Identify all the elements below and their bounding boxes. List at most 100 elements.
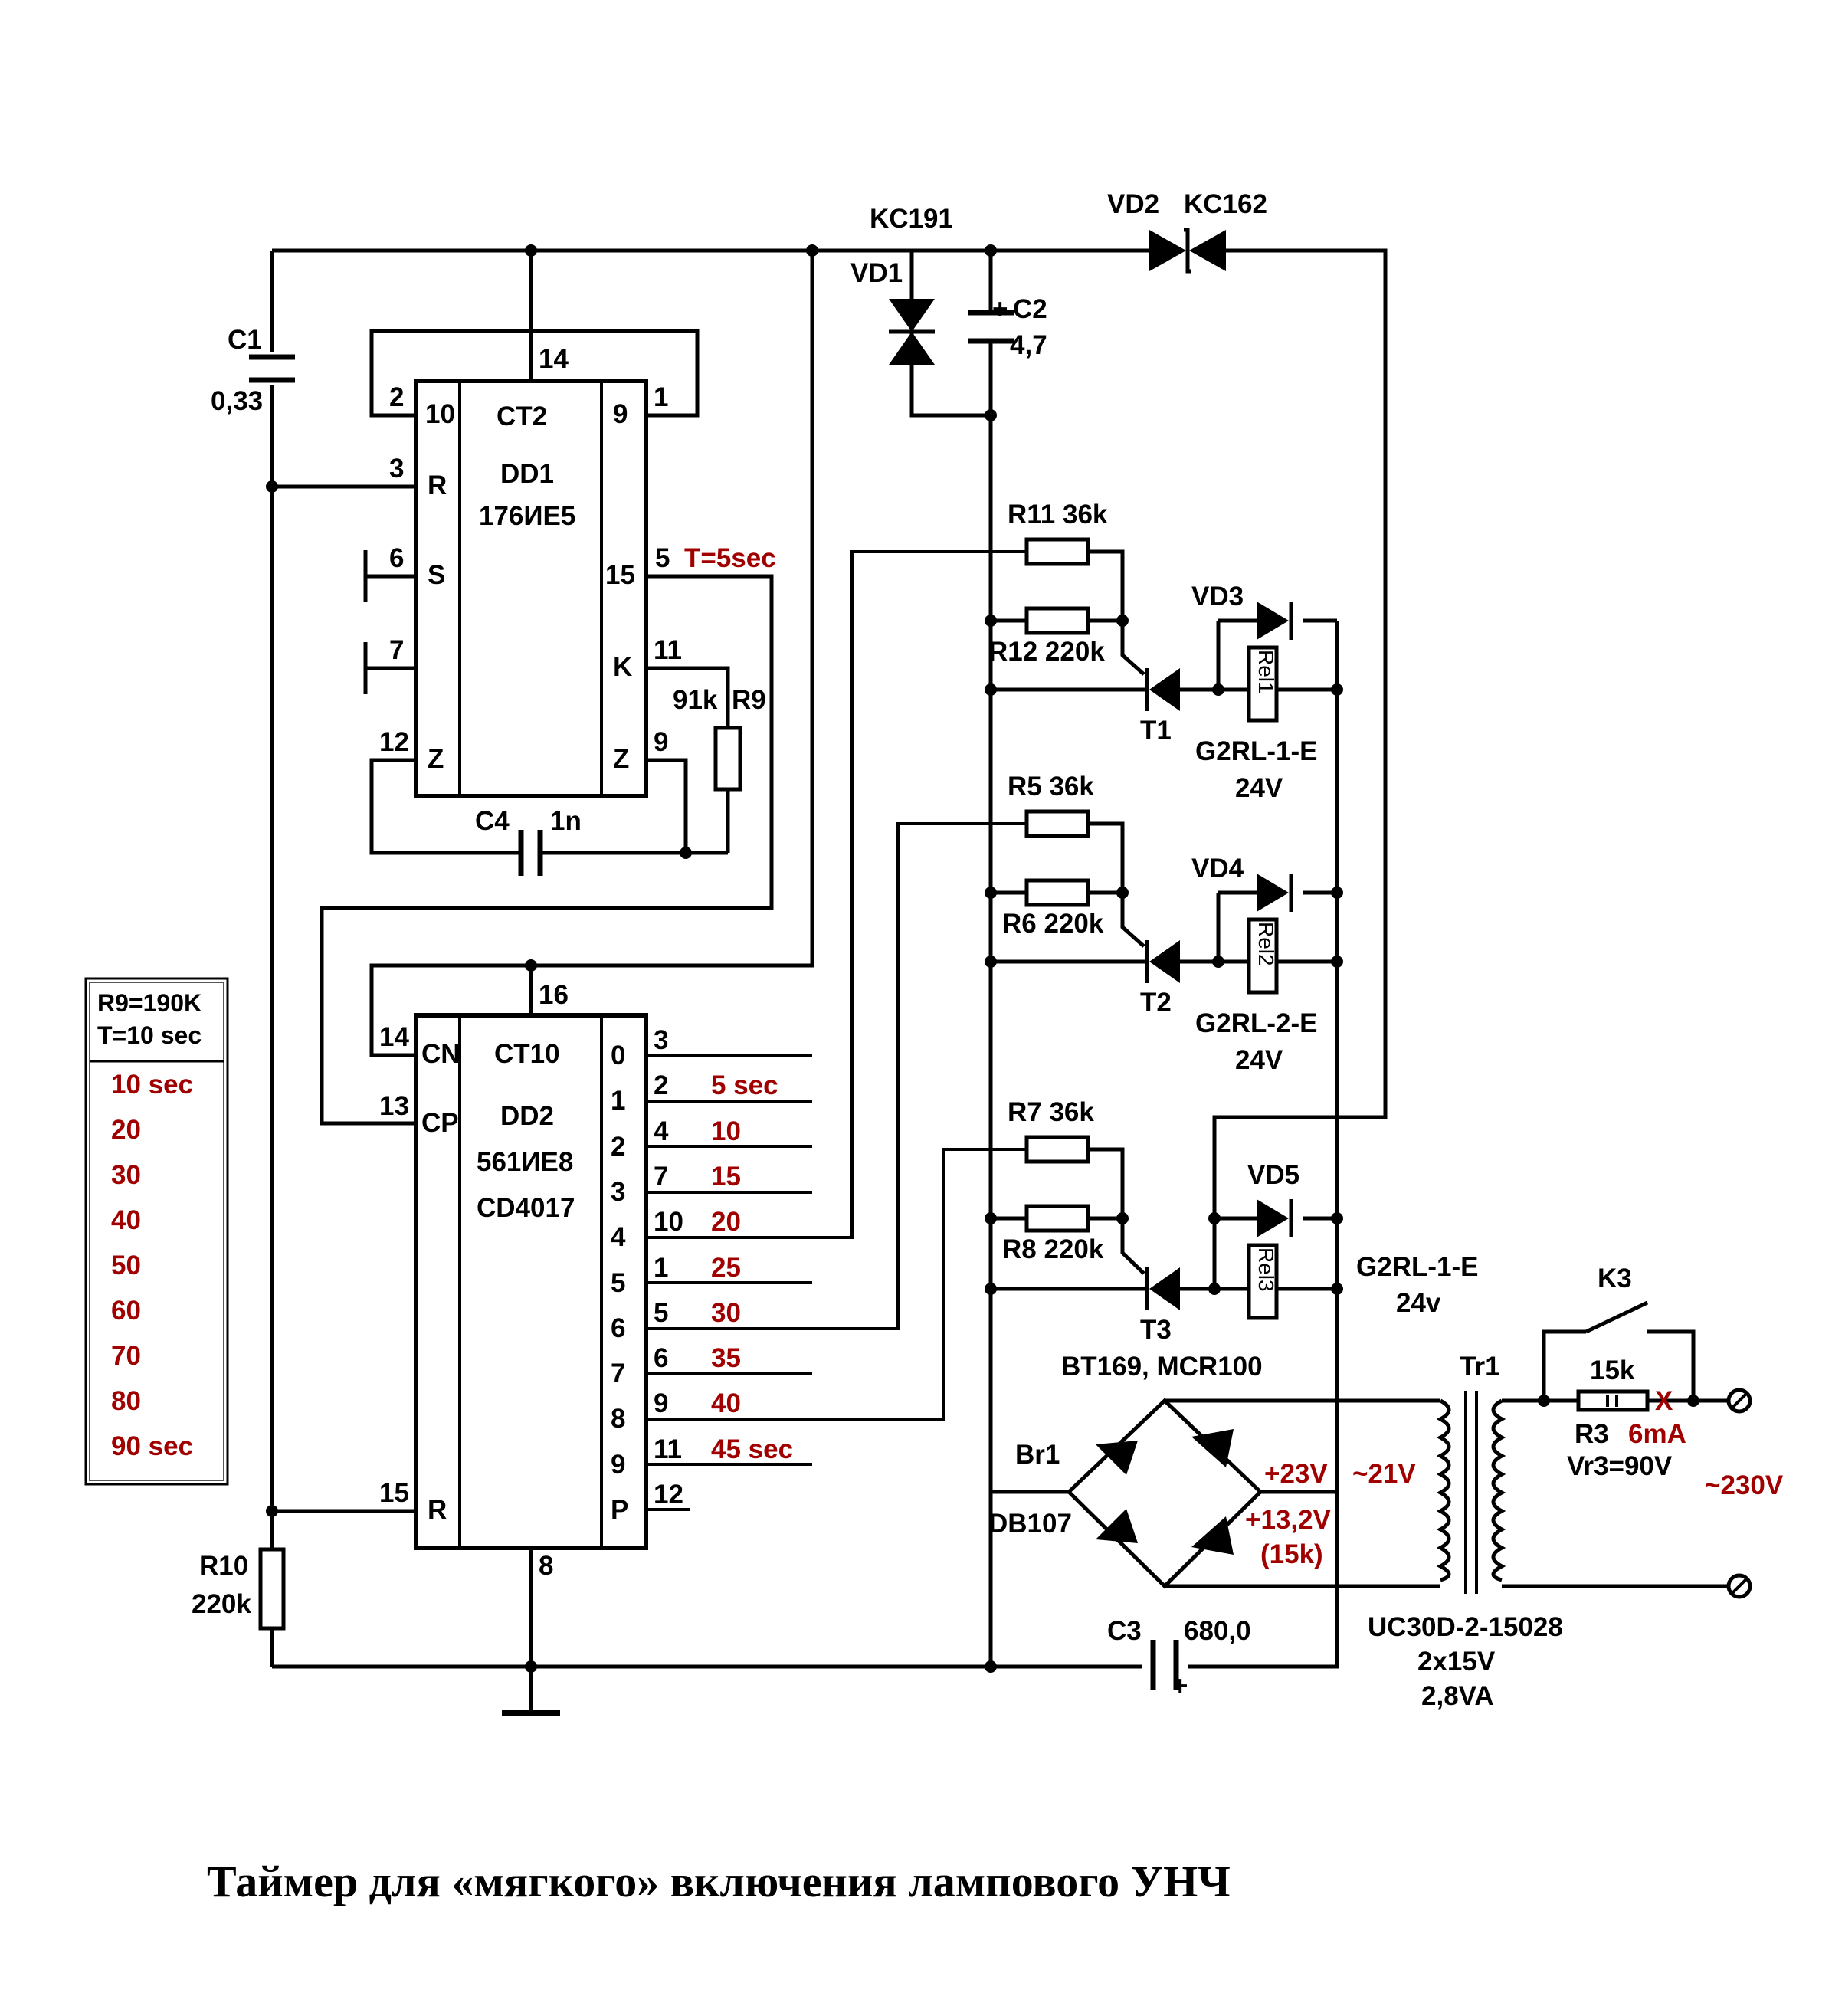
resistor-r6 bbox=[1024, 878, 1090, 907]
capacitor-c3: C3 680,0 + bbox=[1107, 1616, 1251, 1701]
dd1-part: 176ИЕ5 bbox=[479, 501, 575, 531]
c2-value: 4,7 bbox=[1010, 330, 1047, 360]
dd1-label-r: R bbox=[428, 470, 447, 500]
dd1-pin-9b: 9 bbox=[654, 727, 668, 757]
dd2-time-5: 25 bbox=[711, 1253, 741, 1283]
r3-voltage: Vr3=90V bbox=[1567, 1451, 1673, 1481]
table-row: 40 bbox=[111, 1205, 141, 1235]
c1-name: C1 bbox=[228, 325, 262, 355]
thyristor-part: BT169, MCR100 bbox=[1061, 1352, 1263, 1382]
r10-name: R10 bbox=[199, 1551, 248, 1581]
capacitor-c2: + C2 4,7 bbox=[968, 294, 1047, 360]
tr1-part: UC30D-2-15028 bbox=[1368, 1612, 1563, 1642]
t1-label: T1 bbox=[1140, 716, 1172, 746]
junctions bbox=[266, 244, 1699, 1673]
rel1-part: G2RL-1-E bbox=[1195, 736, 1317, 766]
dd2-time-1: 5 sec bbox=[711, 1070, 778, 1100]
dd2-output-5: 5 bbox=[611, 1268, 625, 1298]
table-row: 50 bbox=[111, 1251, 141, 1280]
dd1-pin-11: 11 bbox=[654, 635, 682, 665]
thyristor-t2 bbox=[1149, 940, 1180, 983]
table-row: 70 bbox=[111, 1341, 141, 1371]
dd2-pin-2: 2 bbox=[654, 1070, 668, 1100]
r8-label: R8 220k bbox=[1002, 1234, 1104, 1264]
c1-value: 0,33 bbox=[211, 386, 263, 416]
table-row: 10 sec bbox=[111, 1070, 193, 1100]
dd2-pin-7: 7 bbox=[654, 1162, 668, 1192]
r12-label: R12 220k bbox=[988, 637, 1105, 667]
table-row: 80 bbox=[111, 1386, 141, 1416]
capacitor-c1: C1 0,33 bbox=[211, 325, 295, 416]
r3-break-mark: X bbox=[1655, 1386, 1673, 1416]
diode-vd4 bbox=[1257, 874, 1289, 912]
table-row: 20 bbox=[111, 1115, 141, 1145]
vd2-part: KC162 bbox=[1184, 189, 1267, 219]
dd1-pin-5: 5 bbox=[655, 543, 670, 573]
br1-part: DB107 bbox=[988, 1509, 1072, 1539]
stage-3: R7 36k R8 220k T3 BT169, MCR100 VD5 Rel3… bbox=[1002, 1097, 1478, 1382]
dd2-time-3: 15 bbox=[711, 1162, 741, 1192]
zener-vd1: KC191 VD1 bbox=[850, 204, 953, 365]
dd1-label-z-right: Z bbox=[613, 744, 629, 774]
dd1-pin-2: 2 bbox=[389, 382, 404, 412]
dd2-pin-4: 4 bbox=[654, 1116, 669, 1146]
dd1-pin-15: 15 bbox=[605, 560, 635, 590]
mains-voltage: ~230V bbox=[1705, 1470, 1784, 1500]
diode-vd3 bbox=[1257, 602, 1289, 640]
resistor-r7 bbox=[1024, 1135, 1090, 1164]
dd1-pin-7: 7 bbox=[389, 635, 404, 665]
table-head-t: T=10 sec bbox=[97, 1021, 202, 1049]
dd1-pin-12: 12 bbox=[379, 727, 409, 757]
rel3-part: G2RL-1-E bbox=[1356, 1252, 1478, 1282]
dd2-label-cp: CP bbox=[421, 1108, 459, 1138]
dd2-output-2: 2 bbox=[611, 1132, 625, 1162]
resistor-r12 bbox=[1024, 606, 1090, 635]
rel2-part: G2RL-2-E bbox=[1195, 1008, 1317, 1038]
dd2-pin-5: 5 bbox=[654, 1298, 668, 1328]
vd1-part: KC191 bbox=[870, 204, 953, 234]
r3-value: 15k bbox=[1590, 1355, 1635, 1385]
dd2-time-4: 20 bbox=[711, 1207, 741, 1237]
thyristor-t3 bbox=[1149, 1267, 1180, 1310]
k3-label: K3 bbox=[1598, 1264, 1632, 1293]
dd2-time-6: 30 bbox=[711, 1298, 741, 1328]
table-row: 60 bbox=[111, 1296, 141, 1326]
c3-name: C3 bbox=[1107, 1616, 1142, 1646]
dd2-time-2: 10 bbox=[711, 1116, 741, 1146]
dd1-label-z-left: Z bbox=[428, 744, 444, 774]
transformer-tr1: Tr1 UC30D-2-15028 2x15V 2,8VA bbox=[1368, 1352, 1563, 1711]
bridge-br1: Br1 DB107 +23V ~21V +13,2V (15k) bbox=[988, 1398, 1416, 1589]
c3-value: 680,0 bbox=[1184, 1616, 1251, 1646]
c3-plus: + bbox=[1172, 1671, 1188, 1701]
dd2-ref: DD2 bbox=[500, 1101, 554, 1131]
resistor-r11 bbox=[1024, 537, 1090, 566]
dd1-ref: DD1 bbox=[500, 459, 554, 489]
r9-value: 91k bbox=[673, 685, 718, 715]
table-row: 30 bbox=[111, 1160, 141, 1190]
t3-label: T3 bbox=[1140, 1315, 1172, 1345]
dd2-output-8: 8 bbox=[611, 1404, 625, 1434]
dd2-pin-15: 15 bbox=[379, 1478, 409, 1508]
dd1-pin-1: 1 bbox=[654, 382, 668, 412]
dd1-pin-6: 6 bbox=[389, 543, 404, 573]
dd2-pin-8: 8 bbox=[539, 1551, 553, 1581]
resistor-r5 bbox=[1024, 809, 1090, 838]
page-title: Таймер для «мягкого» включения лампового… bbox=[207, 1857, 1231, 1906]
c4-name: C4 bbox=[475, 806, 510, 836]
r3-name: R3 bbox=[1575, 1419, 1609, 1449]
resistor-r9: 91k R9 bbox=[673, 685, 766, 792]
dd2-label-r: R bbox=[428, 1495, 447, 1525]
tr1-power: 2,8VA bbox=[1421, 1681, 1494, 1711]
dd1-out-note: T=5sec bbox=[684, 543, 776, 573]
rel3-coil: Rel3 bbox=[1254, 1247, 1278, 1292]
rel3-volt: 24v bbox=[1396, 1288, 1441, 1318]
dd2-output-0: 0 bbox=[611, 1041, 625, 1070]
voltage-15k: (15k) bbox=[1260, 1539, 1323, 1569]
rel2-volt: 24V bbox=[1235, 1045, 1283, 1075]
dd2-pin-6: 6 bbox=[654, 1343, 668, 1373]
rel2-coil: Rel2 bbox=[1254, 922, 1278, 966]
dd2-label-cn: CN bbox=[421, 1039, 460, 1069]
dd2-output-6: 6 bbox=[611, 1313, 625, 1343]
